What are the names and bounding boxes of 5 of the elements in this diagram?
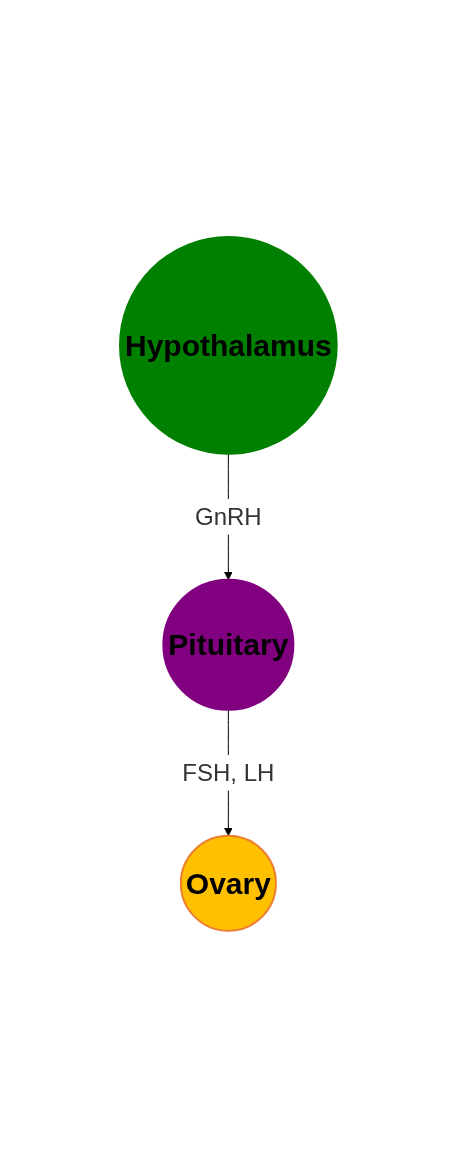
- node-circle: Ovary: [179, 834, 277, 932]
- edge-label: GnRH: [194, 502, 262, 530]
- node-circle: Pituitary: [162, 578, 294, 711]
- node-circle: Hypothalamus: [118, 235, 338, 455]
- edge-label: FSH, LH: [181, 758, 275, 786]
